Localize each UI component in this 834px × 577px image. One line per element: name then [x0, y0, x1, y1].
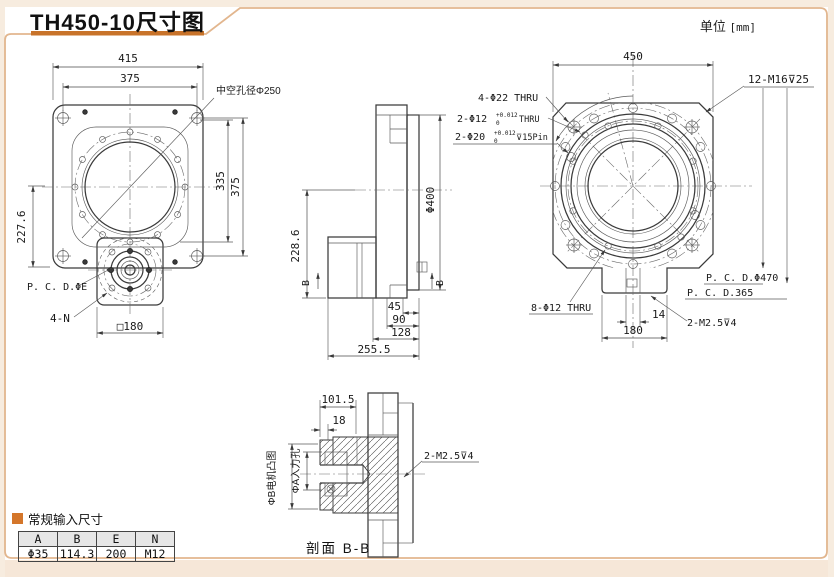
- hollow-bore-label: 中空孔径Φ250: [216, 84, 281, 97]
- spec-value-e: 200: [96, 546, 136, 562]
- phi20-suffix: ⊽15Pin: [516, 133, 548, 143]
- spec-value-b: 114.3: [57, 546, 97, 562]
- page-title: TH450-10尺寸图: [30, 10, 205, 35]
- page-border: [4, 7, 828, 559]
- section-dim-18: 18: [332, 414, 345, 427]
- front-dim-375-right: 375: [229, 177, 242, 197]
- phi22-label: 4-Φ22 THRU: [478, 93, 538, 104]
- spec-table: A B E N Φ35 114.3 200 M12: [18, 531, 175, 562]
- unit-note: 单位 [mm]: [700, 16, 756, 35]
- phi12-tol-top: +0.012: [496, 112, 518, 119]
- rear-view: 450 12-M16⊽25 P. C. D.Φ470 P. C. D.365 8…: [453, 50, 814, 348]
- orange-bullet-icon: [12, 513, 23, 524]
- spec-header-n: N: [135, 531, 175, 547]
- m16-label: 12-M16⊽25: [748, 73, 809, 86]
- section-marker-b-left: B: [301, 280, 312, 286]
- input-hole-label: ΦA入力孔: [289, 449, 302, 494]
- spec-table-block: 常规输入尺寸 A B E N Φ35 114.3 200 M12: [12, 509, 175, 562]
- pcd-e-label: P. C. D.ΦE: [27, 282, 87, 293]
- side-dim-128: 128: [391, 326, 411, 339]
- phi20-tol-top: +0.012: [494, 130, 516, 137]
- phi12-suffix: THRU: [519, 115, 539, 125]
- spec-header-e: E: [96, 531, 136, 547]
- phi20-prefix: 2-Φ20: [455, 132, 485, 143]
- section-dim-101-5: 101.5: [321, 393, 354, 406]
- unit-value: [mm]: [729, 21, 757, 34]
- rear-dim-14: 14: [652, 308, 666, 321]
- rear-dim-180: 180: [623, 324, 643, 337]
- side-dim-90: 90: [392, 313, 405, 326]
- motor-boss-label: ΦB电机凸图: [265, 451, 278, 506]
- rear-m25-label: 2-M2.5⊽4: [687, 318, 736, 329]
- spec-header-a: A: [18, 531, 58, 547]
- side-dim-255-5: 255.5: [357, 343, 390, 356]
- side-dim-phi400: Φ400: [424, 187, 437, 214]
- side-dim-228-6: 228.6: [289, 229, 302, 262]
- side-view: Φ400 228.6 B B 45 90 128 255.5: [289, 104, 452, 360]
- section-view: 101.5 18 ΦA入力孔 ΦB电机凸图 2-M2.5⊽4: [265, 392, 479, 558]
- four-n-label: 4-N: [50, 312, 70, 325]
- section-caption: 剖面 B-B: [306, 541, 372, 556]
- phi12-8-label: 8-Φ12 THRU: [531, 303, 591, 314]
- front-dim-335: 335: [214, 171, 227, 191]
- rear-dim-450: 450: [623, 50, 643, 63]
- front-dim-415: 415: [118, 52, 138, 65]
- pcd365-label: P. C. D.365: [687, 288, 753, 299]
- section-m25-label: 2-M2.5⊽4: [424, 451, 473, 462]
- spec-table-title: 常规输入尺寸: [28, 513, 104, 527]
- section-marker-b-right: B: [435, 280, 446, 286]
- phi12-tol-bottom: 0: [496, 120, 500, 127]
- title-underline: [31, 31, 204, 36]
- front-dim-375-top: 375: [120, 72, 140, 85]
- pcd470-label: P. C. D.Φ470: [706, 273, 778, 284]
- phi20-tol-bottom: 0: [494, 138, 498, 145]
- front-dim-227-6: 227.6: [15, 210, 28, 243]
- side-dim-45: 45: [388, 300, 401, 313]
- page-margin-top: [0, 0, 834, 7]
- front-dim-180sq: □180: [117, 320, 144, 333]
- page-margin-right: [828, 0, 834, 577]
- spec-header-b: B: [57, 531, 97, 547]
- unit-label: 单位: [699, 19, 726, 34]
- spec-value-n: M12: [135, 546, 175, 562]
- front-view: 415 375 中空孔径Φ250 335 375 227.6 □180: [15, 52, 281, 338]
- page-margin-bottom: [0, 560, 834, 577]
- page-margin-left: [0, 0, 5, 577]
- spec-value-a: Φ35: [18, 546, 58, 562]
- phi12-prefix: 2-Φ12: [457, 114, 487, 125]
